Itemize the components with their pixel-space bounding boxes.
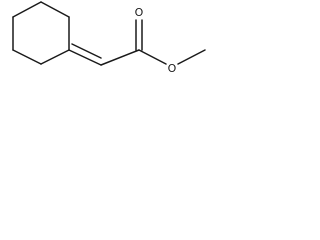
methyl-bond: [177, 49, 206, 65]
double-bond-line: [71, 43, 102, 59]
double-bond-line: [68, 49, 102, 66]
single-bond: [100, 49, 140, 66]
ester-oxygen-label: O: [168, 62, 177, 75]
carbonyl-oxygen-label: O: [135, 6, 144, 19]
ester-bond: [138, 49, 167, 65]
ring-bond: [12, 1, 42, 18]
ring-bond: [12, 49, 42, 65]
ring-bond: [40, 49, 70, 65]
cyclohexane-ring: [12, 1, 70, 65]
carbonyl-double-bond: [135, 19, 143, 51]
exocyclic-double-bond: [68, 43, 102, 66]
molecule-structure: O O: [12, 1, 206, 75]
ring-bond: [40, 1, 70, 18]
